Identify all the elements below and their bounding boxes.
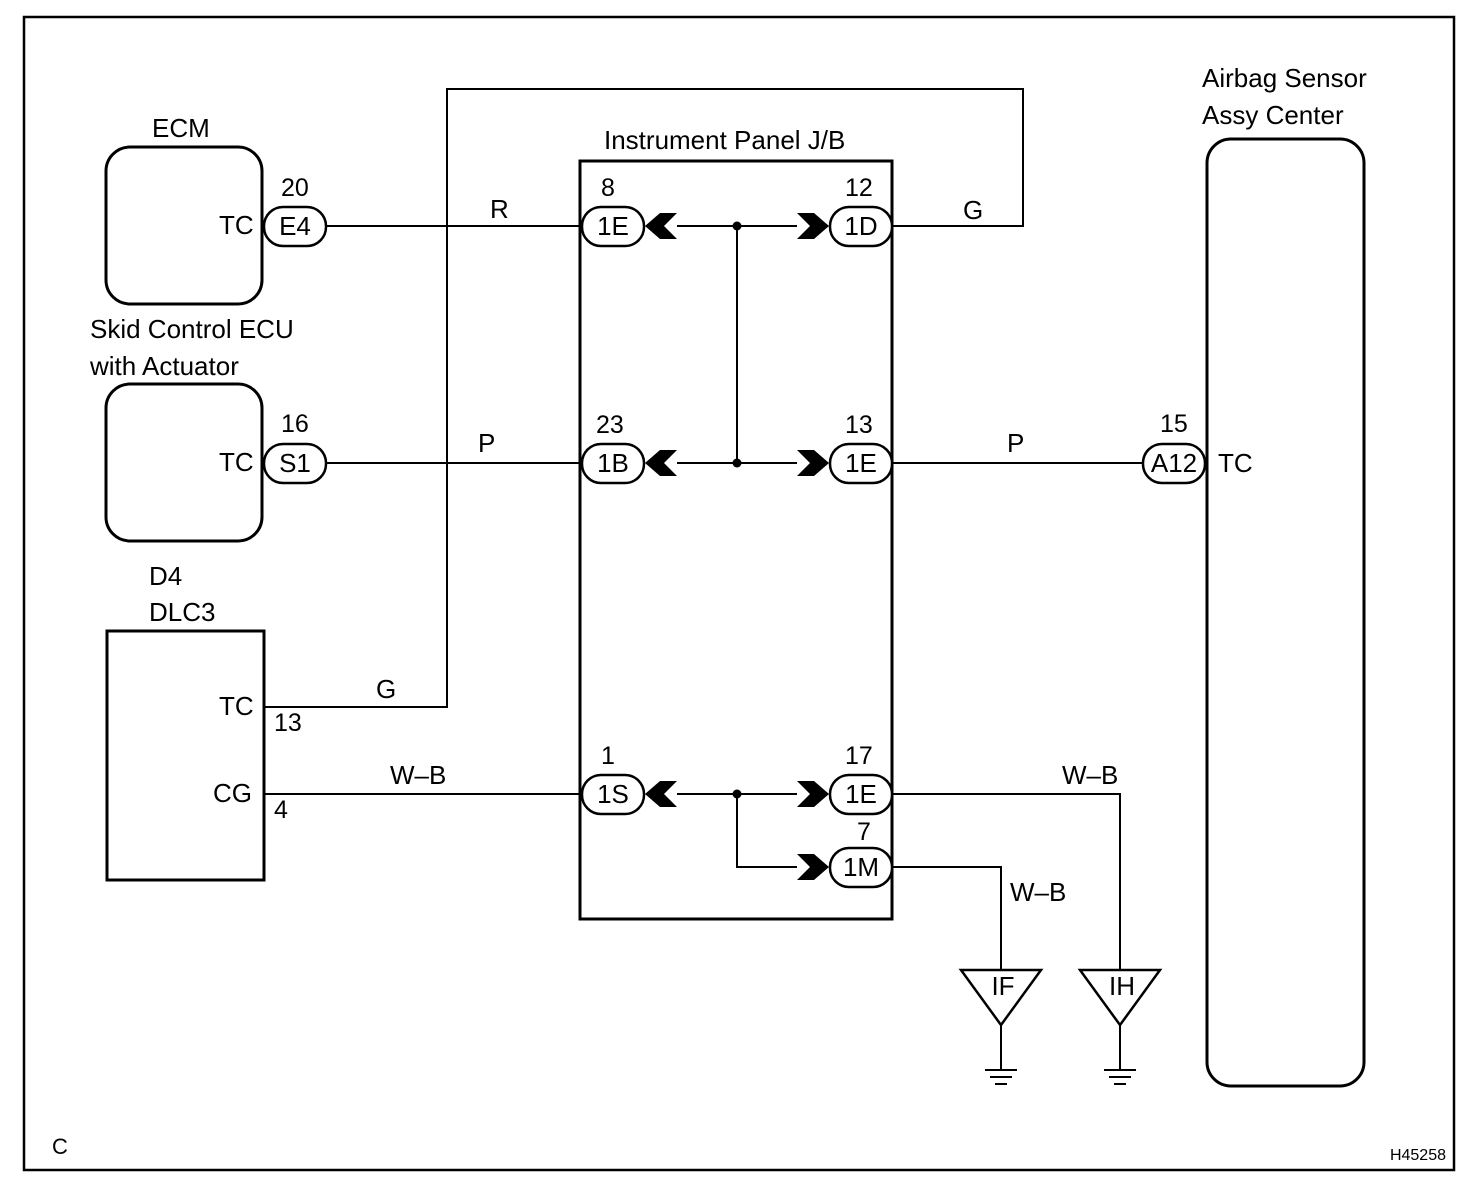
jb-right-connector-bot: 17 1E [797,742,894,816]
skid-title-line2: with Actuator [89,351,239,381]
jb-left-top-label: 1E [597,211,629,241]
corner-label: C [52,1134,68,1159]
airbag-terminal-label: TC [1218,448,1253,478]
ecm-box [104,145,264,306]
jb-box [578,159,894,921]
airbag-title-line2: Assy Center [1202,100,1344,130]
skid-pin-number: 16 [281,410,309,438]
chevron-left-icon [645,213,677,239]
skid-title-line1: Skid Control ECU [90,314,294,344]
chevron-right-icon [797,854,829,880]
jb-junction-dot-3 [732,789,742,799]
jb-left-mid-pin: 23 [596,411,624,439]
wire-dlc-tc-loop [264,88,1024,708]
chevron-left-icon [645,781,677,807]
ground-triangle-ih [1077,968,1163,1028]
jb-right-top-label: 1D [844,211,877,241]
jb-left-connector-mid: 23 1B [580,411,677,485]
ecm-component: ECM TC 20 E4 [104,113,328,306]
dlc3-cg-terminal: CG [213,778,252,808]
jb-right-connector-mid: 13 1E [797,411,894,485]
skid-control-ecu-component: Skid Control ECU with Actuator TC 16 S1 [89,314,328,543]
dlc3-cg-pin: 4 [274,796,288,824]
jb-right-1m-label: 1M [843,852,879,882]
ecm-title: ECM [152,113,210,143]
wire-label-wb-left: W–B [390,760,446,790]
wire-label-p-right: P [1007,428,1024,458]
jb-left-top-pin: 8 [601,174,615,202]
jb-right-mid-label: 1E [845,448,877,478]
jb-right-connector-1m: 7 1M [797,818,894,889]
wire-label-g-dlc: G [376,674,396,704]
ground-label-if: IF [991,971,1014,1001]
ecm-terminal-label: TC [219,210,254,240]
ecm-pin-number: 20 [281,174,309,202]
ground-symbol-icon [985,1069,1017,1085]
jb-right-bot-label: 1E [845,779,877,809]
dlc3-title-line1: D4 [149,561,182,591]
jb-left-connector-bot: 1 1S [580,742,677,816]
chevron-right-icon [797,213,829,239]
figure-code: H45258 [1390,1147,1446,1164]
ground-label-ih: IH [1109,971,1135,1001]
airbag-title-line1: Airbag Sensor [1202,63,1367,93]
ground-point-if: IF [958,968,1044,1085]
chevron-left-icon [645,450,677,476]
diagram-frame [22,15,1456,1172]
airbag-connector-label: A12 [1151,448,1197,478]
jb-right-mid-pin: 13 [845,411,873,439]
jb-left-mid-label: 1B [597,448,629,478]
skid-terminal-label: TC [219,447,254,477]
wire-jb-to-ih [892,793,1121,970]
ecm-connector-label: E4 [279,211,311,241]
wires: R P G G P W–B W–B W–B [264,88,1143,970]
wire-label-p-left: P [478,428,495,458]
jb-right-top-pin: 12 [845,174,873,202]
dlc3-title-line2: DLC3 [149,597,215,627]
skid-box [104,382,264,543]
jb-right-connector-top: 12 1D [797,174,894,248]
dlc3-component: D4 DLC3 TC 13 CG 4 [105,561,302,882]
wire-jb-to-if [892,866,1002,970]
dlc3-box [105,629,266,882]
airbag-box [1205,137,1366,1088]
airbag-pin-number: 15 [1160,410,1188,438]
jb-title: Instrument Panel J/B [604,125,845,155]
airbag-sensor-component: Airbag Sensor Assy Center 15 A12 TC [1141,63,1367,1088]
dlc3-tc-terminal: TC [219,691,254,721]
jb-right-1m-pin: 7 [857,818,871,846]
jb-left-connector-top: 8 1E [580,174,677,248]
wire-label-g-top: G [963,195,983,225]
jb-right-bot-pin: 17 [845,742,873,770]
chevron-right-icon [797,781,829,807]
junction-block-component: Instrument Panel J/B 8 1E 23 1B 1 1S [578,125,894,921]
jb-junction-dot-1 [732,221,742,231]
chevron-right-icon [797,450,829,476]
jb-left-bot-pin: 1 [601,742,615,770]
ground-symbol-icon [1104,1069,1136,1085]
skid-connector-label: S1 [279,448,311,478]
wire-label-wb-ih: W–B [1062,760,1118,790]
ground-triangle-if [958,968,1044,1028]
ground-point-ih: IH [1077,968,1163,1085]
jb-left-bot-label: 1S [597,779,629,809]
jb-bus-branch-1m [736,794,797,868]
dlc3-tc-pin: 13 [274,709,302,737]
jb-junction-dot-2 [732,458,742,468]
wire-label-wb-if: W–B [1010,877,1066,907]
wire-label-r: R [490,194,509,224]
